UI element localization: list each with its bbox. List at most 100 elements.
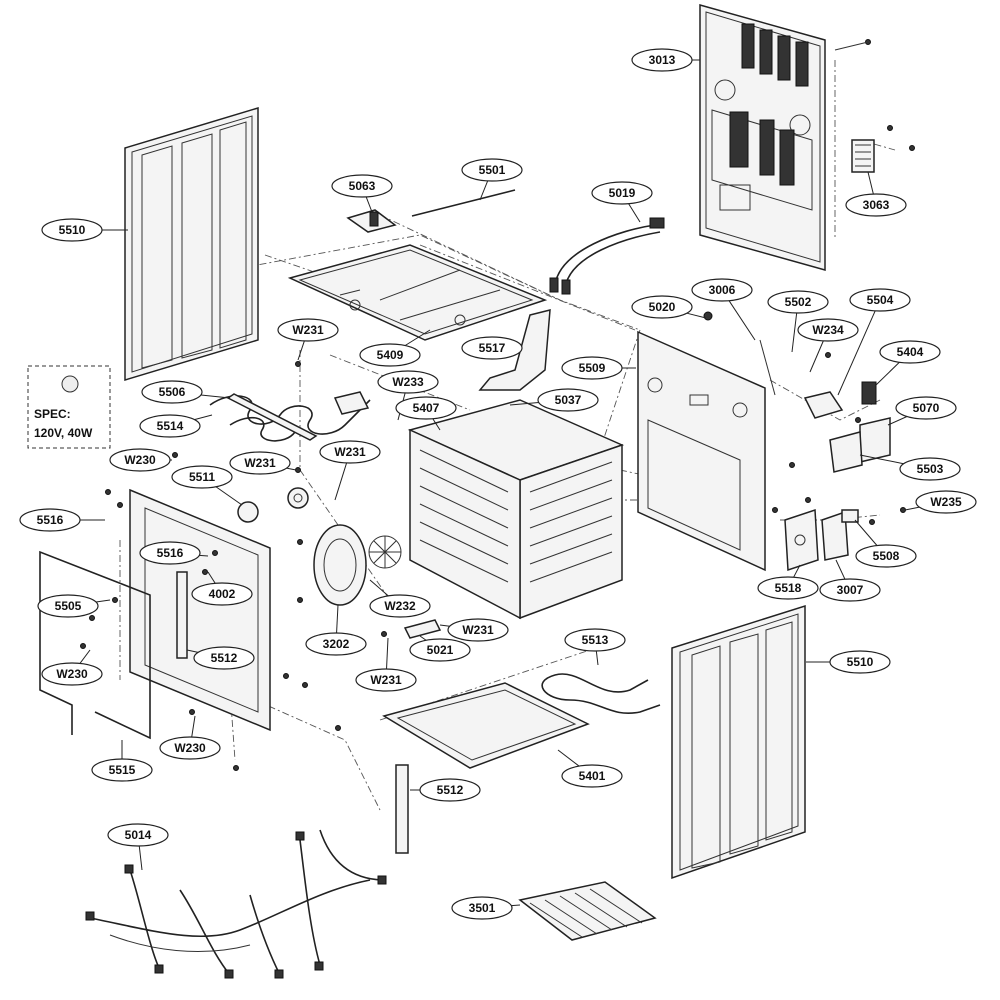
broil-element-5514: [209, 391, 371, 442]
side-panel-5510-left: [124, 106, 259, 382]
hinge-5512-upper: [176, 571, 188, 659]
rack-3501: [518, 881, 657, 941]
leader-line-p5407: [432, 418, 441, 431]
callout-bubble-p5014: [107, 823, 169, 847]
callout-label-p5505: 5505: [55, 599, 82, 613]
leader-line-pW231c: [334, 462, 348, 501]
callout-bubble-pW230b: [41, 662, 103, 686]
spec-line-2: 120V, 40W: [34, 426, 93, 440]
callout-bubble-p5019: [591, 181, 653, 205]
leader-line-p5513: [595, 650, 599, 666]
leader-line-pW232: [369, 579, 389, 597]
rod-5501: [411, 189, 516, 217]
leader-line-pW231b: [286, 467, 297, 471]
callout-bubble-pW230a: [109, 448, 171, 472]
callout-label-p4002: 4002: [209, 587, 236, 601]
callout-bubble-p5513: [564, 628, 626, 652]
callout-label-p5504: 5504: [867, 293, 894, 307]
callout-bubble-pW232: [369, 594, 431, 618]
callout-bubble-pW230c: [159, 736, 221, 760]
callout-bubble-p5505: [37, 594, 99, 618]
gasket-rod-5515: [39, 550, 151, 740]
sensor-5504: [803, 391, 844, 419]
leader-line-pW231d: [439, 624, 450, 627]
leader-line-p5409: [404, 329, 431, 346]
callout-label-pW235: W235: [930, 495, 962, 509]
callout-bubble-p4002: [191, 582, 253, 606]
leader-line-p3501: [511, 904, 521, 907]
relay-5503: [829, 431, 863, 473]
leader-line-p5037: [509, 402, 539, 406]
callout-bubble-p5502: [767, 290, 829, 314]
callout-label-p5404: 5404: [897, 345, 924, 359]
callout-label-p5509: 5509: [579, 361, 606, 375]
callout-bubble-p5501: [461, 158, 523, 182]
lamp-spec-box: SPEC: 120V, 40W: [27, 365, 111, 449]
bracket-5063: [346, 209, 397, 233]
leader-line-pW231e: [386, 637, 389, 670]
bulb-icon: [61, 375, 79, 393]
callout-bubble-pW231a: [277, 318, 339, 342]
callout-bubble-p5070: [895, 396, 957, 420]
callout-bubble-p5503: [899, 457, 961, 481]
callout-label-p5512b: 5512: [437, 783, 464, 797]
leader-line-p3202: [336, 604, 339, 634]
callout-bubble-p5515: [91, 758, 153, 782]
screws: [80, 311, 906, 771]
callout-label-p5513: 5513: [582, 633, 609, 647]
callout-bubble-p3501: [451, 896, 513, 920]
fan-assembly-5511: [237, 487, 309, 523]
callout-bubble-p5401: [561, 764, 623, 788]
leader-line-pW230c: [191, 715, 196, 738]
callout-label-p3202: 3202: [323, 637, 350, 651]
callout-bubble-p3007: [819, 578, 881, 602]
callout-bubble-pW231e: [355, 668, 417, 692]
callout-label-p3063: 3063: [863, 198, 890, 212]
callout-label-p5019: 5019: [609, 186, 636, 200]
leader-line-p5401: [557, 749, 580, 767]
leader-line-p5070: [887, 416, 908, 426]
side-panel-5510-right: [671, 604, 806, 880]
callout-label-p3006: 3006: [709, 283, 736, 297]
callout-label-pW231e: W231: [370, 673, 402, 687]
leader-line-p5021: [419, 635, 427, 641]
leader-line-p5508: [854, 519, 878, 546]
callout-label-p5514: 5514: [157, 419, 184, 433]
callout-bubble-p5504: [849, 288, 911, 312]
callout-label-pW231c: W231: [334, 445, 366, 459]
callout-label-pW233: W233: [392, 375, 424, 389]
callout-label-pW231d: W231: [462, 623, 494, 637]
callout-bubble-p5517: [461, 336, 523, 360]
leader-line-pW234: [809, 340, 824, 373]
leader-line-p5019: [628, 203, 641, 223]
leader-line-p5063: [365, 196, 373, 213]
wire-harness-5014: [85, 829, 387, 979]
top-cover-5409: [287, 244, 548, 341]
rear-frame-5509: [637, 330, 776, 572]
callout-label-p5014: 5014: [125, 828, 152, 842]
leader-line-p5020: [686, 312, 707, 319]
leader-line-pW235: [904, 506, 920, 511]
callout-bubble-p5407: [395, 396, 457, 420]
leader-line-p5014: [138, 845, 143, 871]
front-frame-5516: [129, 488, 271, 732]
callout-label-p5503: 5503: [917, 462, 944, 476]
hinge-5512-lower: [395, 764, 409, 854]
callout-bubble-pW231d: [447, 618, 509, 642]
switch-5404: [861, 381, 877, 405]
callout-label-pW230a: W230: [124, 453, 156, 467]
leader-line-p5504: [837, 310, 876, 396]
callout-bubble-p5021: [409, 638, 471, 662]
callout-bubble-p5506: [141, 380, 203, 404]
callout-label-p5516b: 5516: [157, 546, 184, 560]
callout-bubble-p3013: [631, 48, 693, 72]
callout-label-p3007: 3007: [837, 583, 864, 597]
leader-line-pW231a: [297, 340, 305, 361]
callout-bubble-pW235: [915, 490, 977, 514]
bake-element-5513: [541, 673, 661, 714]
callout-label-p5407: 5407: [413, 401, 440, 415]
callout-bubble-p5516b: [139, 541, 201, 565]
callout-bubble-p5508: [855, 544, 917, 568]
